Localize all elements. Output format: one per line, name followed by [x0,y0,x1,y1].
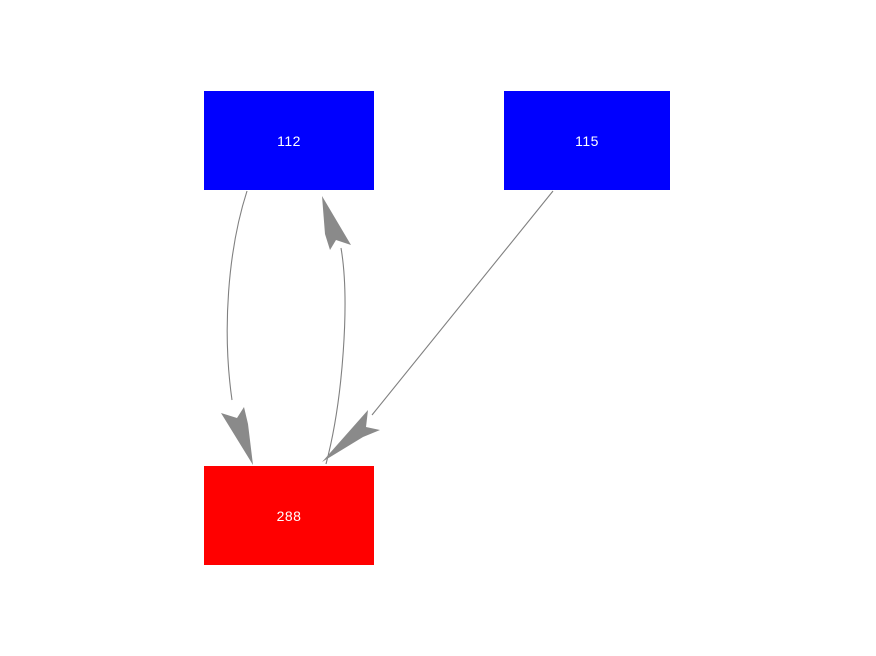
node-label: 288 [276,507,302,524]
node-115[interactable]: 115 [504,91,670,190]
edge-line [371,190,554,416]
node-label: 112 [277,132,301,149]
edge-288-to-112[interactable] [322,196,351,465]
node-112[interactable]: 112 [204,91,374,190]
edge-line [325,247,346,465]
arrowhead-into-112 [322,196,351,250]
edge-115-to-288[interactable] [322,190,554,462]
arrowhead-into-288-right [322,410,380,462]
edge-line [226,190,248,401]
node-label: 115 [575,132,599,149]
edge-112-to-288[interactable] [221,190,253,465]
arrowhead-into-288-left [221,407,253,465]
node-288[interactable]: 288 [204,466,374,565]
